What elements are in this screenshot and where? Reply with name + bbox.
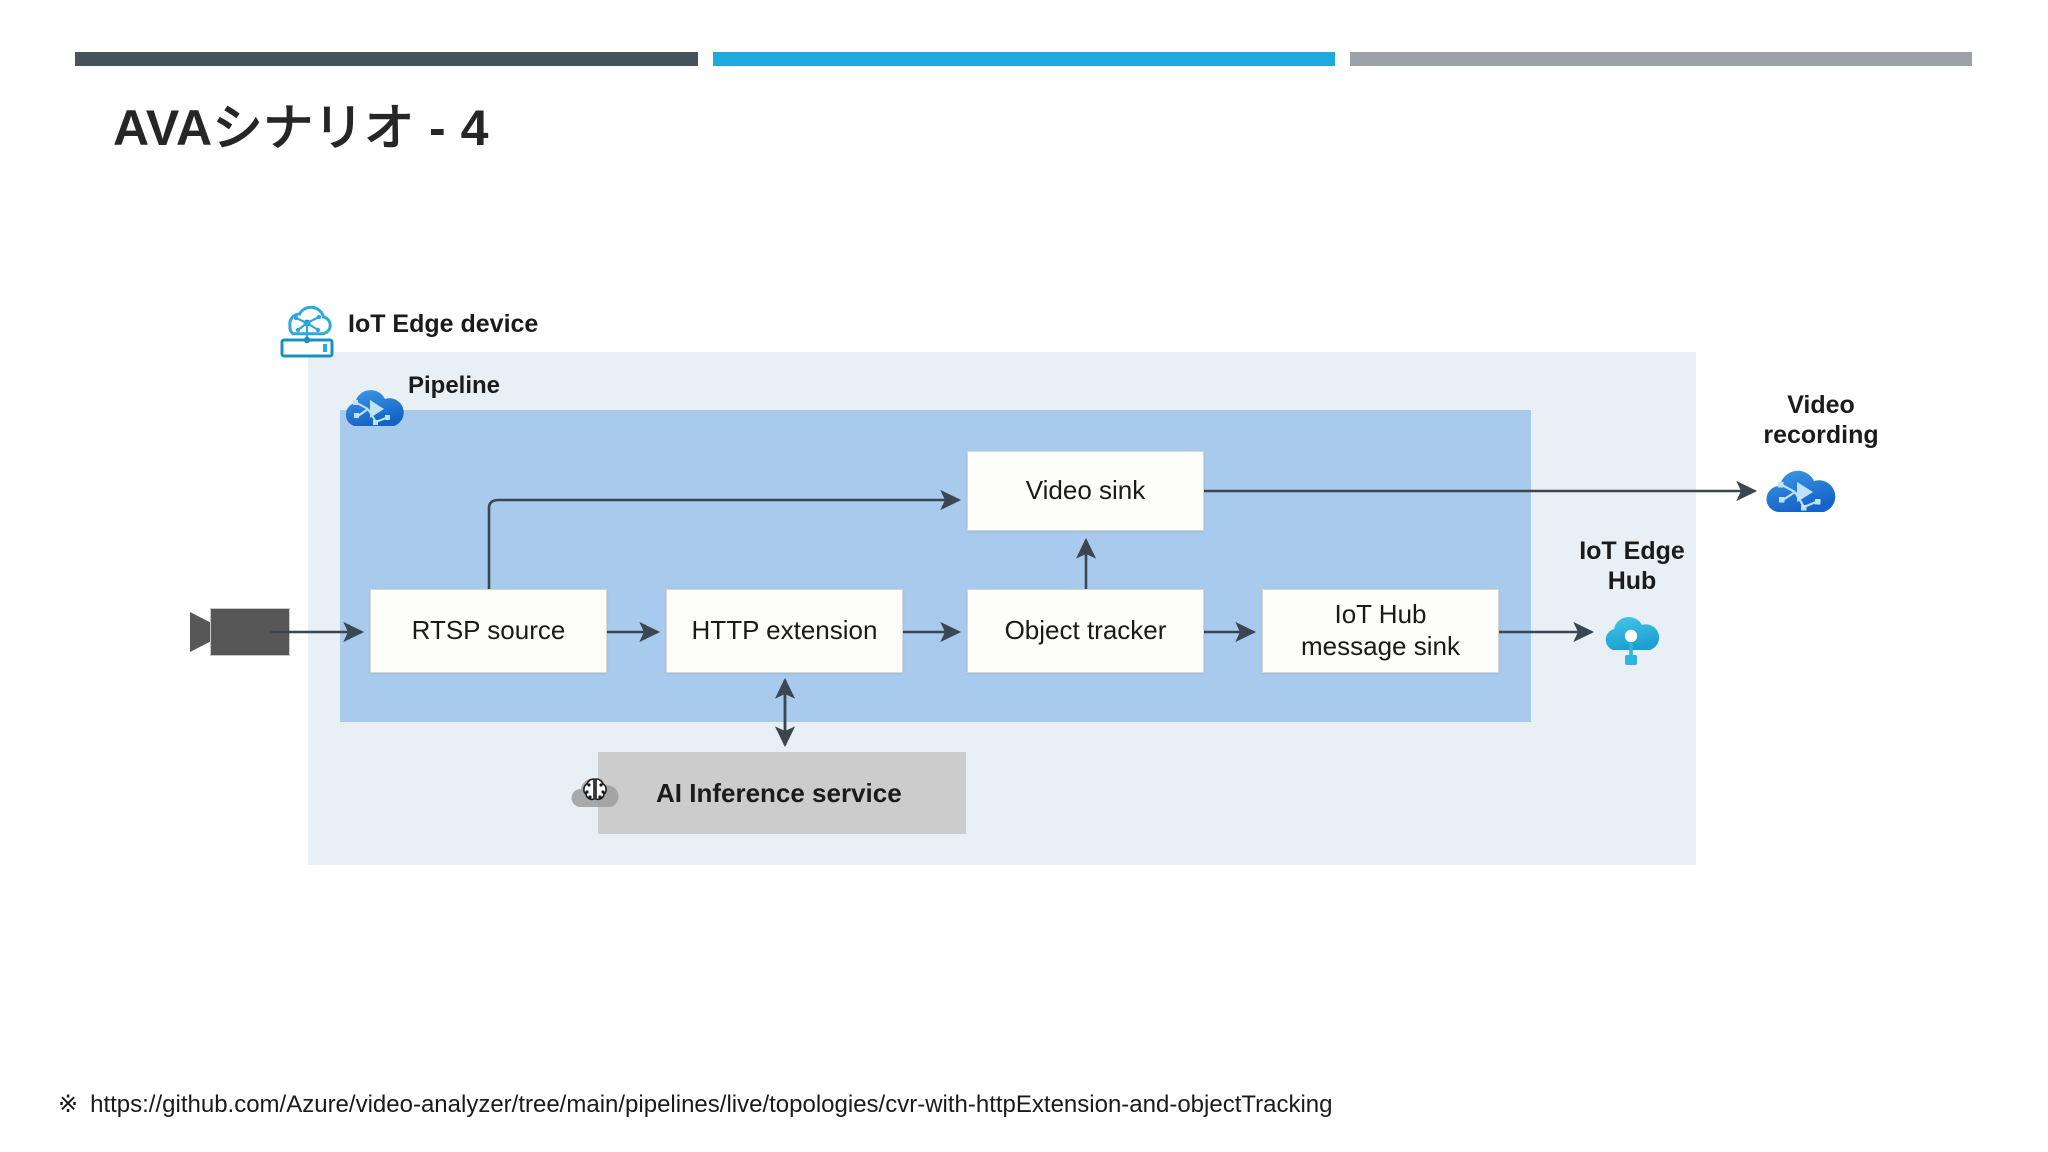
- node-label: Object tracker: [1004, 615, 1167, 646]
- node-rtsp-source[interactable]: RTSP source: [370, 589, 607, 673]
- node-video-sink[interactable]: Video sink: [967, 451, 1204, 531]
- node-http-extension[interactable]: HTTP extension: [666, 589, 903, 673]
- node-label-line1: IoT Hub: [1334, 599, 1427, 630]
- ai-inference-service-label: AI Inference service: [656, 777, 902, 808]
- camera-body: [210, 608, 290, 656]
- accent-bar-dark: [75, 52, 698, 66]
- iot-edge-hub-cloud-icon: [1605, 616, 1660, 665]
- video-camera-icon: [190, 608, 290, 656]
- node-iot-hub-message-sink[interactable]: IoT Hub message sink: [1262, 589, 1499, 673]
- cloud-server-icon: [280, 305, 334, 358]
- page-title: AVAシナリオ - 4: [113, 100, 489, 156]
- pipeline-panel: [340, 410, 1531, 722]
- footnote: ※ https://github.com/Azure/video-analyzer…: [58, 1090, 1333, 1119]
- iot-edge-hub-label: IoT Edge Hub: [1552, 536, 1712, 596]
- iot-edge-hub-label-line2: Hub: [1607, 567, 1657, 595]
- brain-cloud-icon: [571, 778, 619, 807]
- accent-bar-gray: [1350, 52, 1972, 66]
- camera-lens: [190, 612, 212, 652]
- pipeline-cloud-icon: [345, 390, 404, 426]
- video-recording-label: Video recording: [1731, 390, 1911, 450]
- node-label-line2: message sink: [1301, 631, 1460, 661]
- accent-bar-cyan: [713, 52, 1335, 66]
- video-recording-cloud-icon: [1766, 470, 1836, 512]
- node-label: RTSP source: [411, 615, 566, 646]
- footnote-url[interactable]: https://github.com/Azure/video-analyzer/…: [90, 1091, 1333, 1118]
- node-label: Video sink: [1025, 475, 1146, 506]
- ai-inference-service-box[interactable]: AI Inference service: [598, 752, 966, 834]
- iot-edge-hub-label-line1: IoT Edge: [1579, 537, 1685, 565]
- pipeline-label: Pipeline: [408, 372, 501, 399]
- footnote-mark: ※: [58, 1091, 79, 1118]
- video-recording-label-line2: recording: [1763, 421, 1879, 449]
- node-label: HTTP extension: [691, 615, 878, 646]
- node-object-tracker[interactable]: Object tracker: [967, 589, 1204, 673]
- video-recording-label-line1: Video: [1787, 391, 1855, 419]
- iot-edge-device-label: IoT Edge device: [348, 310, 539, 338]
